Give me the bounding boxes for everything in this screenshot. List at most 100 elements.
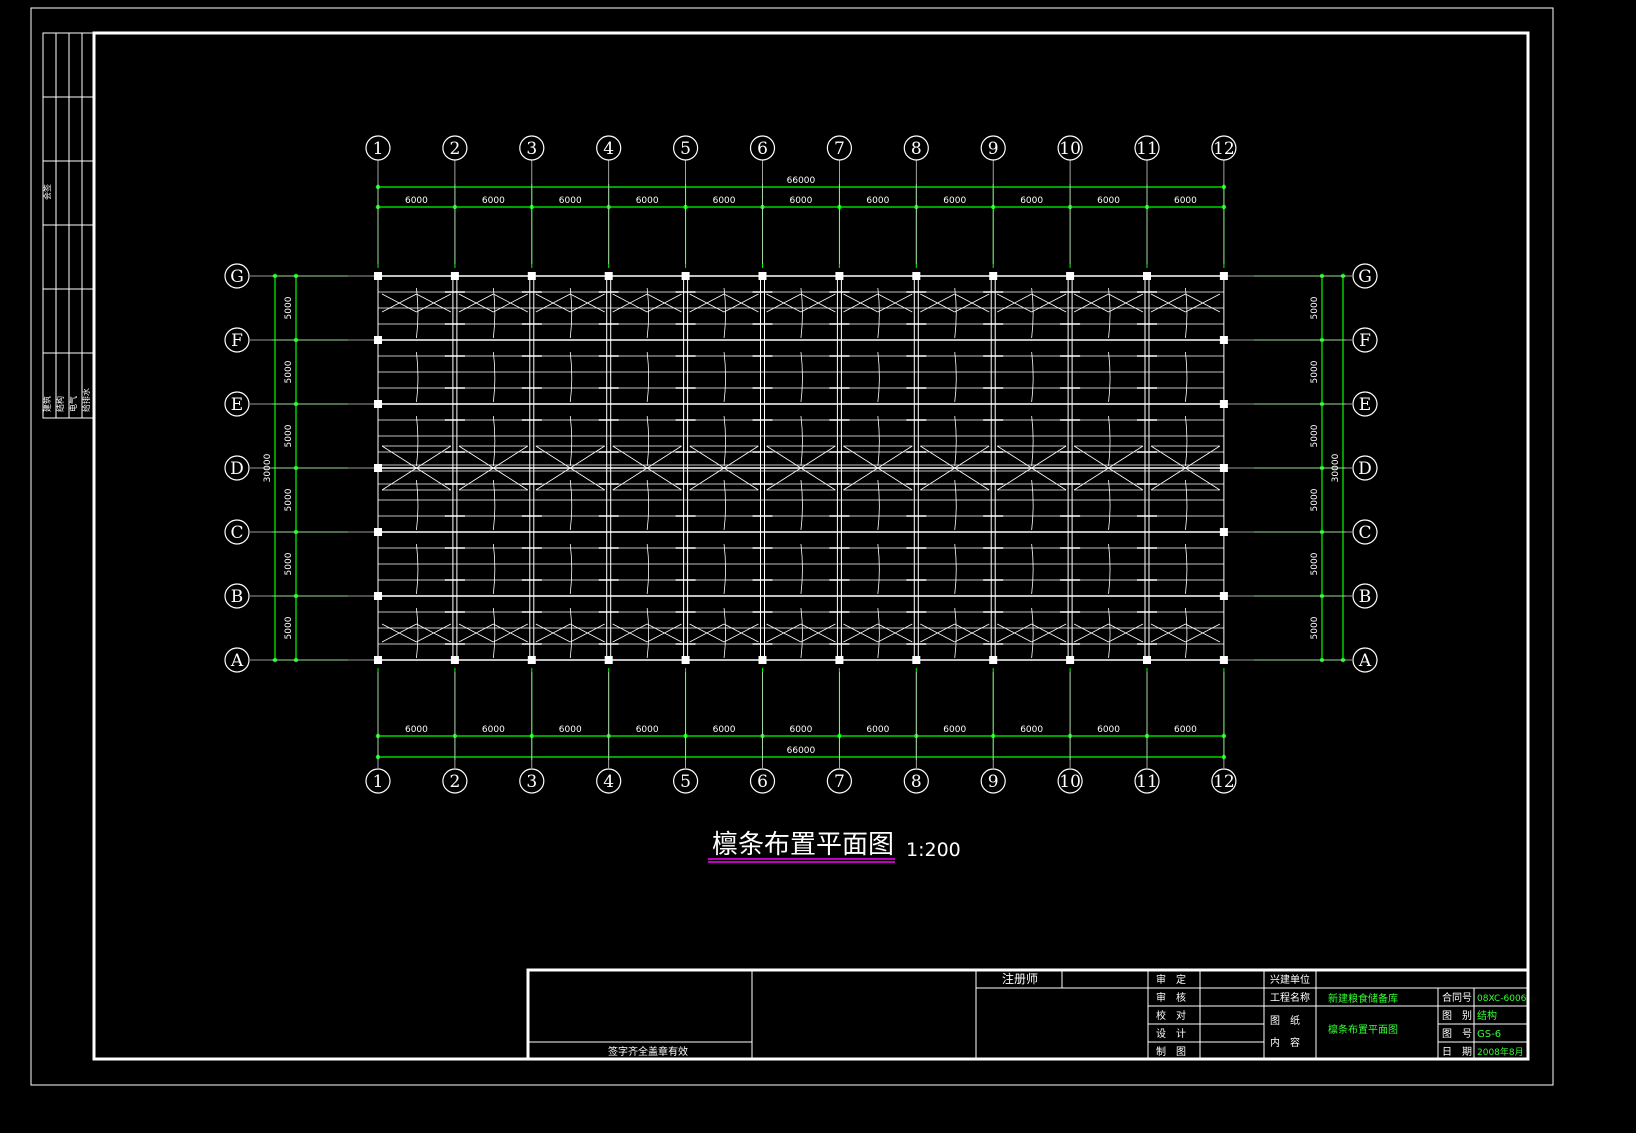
sag-rod [492,415,496,467]
column-marker [1143,272,1151,280]
sag-rod [1108,351,1111,403]
axis-bubble [1134,135,1160,161]
axis-bubble [519,768,545,794]
axis-bubble-label: 2 [449,772,460,792]
bay-dimension-label: 5000 [284,552,294,575]
bay-dimension-label: 6000 [559,725,582,735]
bay-dimension-label: 6000 [713,196,736,206]
axis-bubble [1211,135,1237,161]
diagonal-brace [535,623,571,643]
diagonal-brace [646,293,682,313]
axis-bubble [1211,768,1237,794]
column-marker [758,656,767,664]
contract-no-value: 08XC-6006 [1477,994,1527,1004]
ridge-brace [570,467,605,491]
column-marker [604,272,613,280]
ridge-brace [646,467,682,491]
sag-rod [416,287,419,339]
bay-dimension-label: 6000 [943,725,966,735]
sag-rod [1108,543,1111,595]
ridge-brace [381,467,417,491]
column-marker [1066,656,1075,664]
axis-bubble-label: G [1358,267,1372,287]
total-dimension-label: 30000 [263,453,273,482]
sag-rod [723,351,726,403]
sag-rod [416,351,419,403]
axis-bubble-label: A [230,651,244,671]
sag-rod [954,415,957,467]
ridge-brace [493,467,529,491]
diagonal-brace [1150,293,1186,313]
axis-bubble-label: 4 [603,772,614,792]
registered-engineer-label: 注册师 [1002,971,1038,986]
sag-rod [877,351,880,403]
axis-bubble-label: 5 [680,772,691,792]
diagonal-brace [612,293,648,313]
stamp-note: 签字齐全盖章有效 [608,1045,688,1058]
sag-rod [492,287,496,339]
purlin-structure [250,159,1352,768]
sag-rod [954,351,957,403]
diagonal-brace [416,623,452,643]
sag-rod [723,479,726,531]
axis-bubble [365,768,391,794]
sag-rod [1031,607,1034,659]
axis-bubble-label: B [1359,587,1372,607]
signoff-strip: 会签 建筑 结构 电气 给排水 [42,32,95,419]
diagonal-brace [843,293,879,313]
drawing-scale: 1:200 [906,839,961,861]
axis-bubble-label: C [1358,523,1371,543]
column-marker [835,272,844,280]
axis-bubble [1352,263,1378,289]
gable-column-marker [1219,400,1228,408]
axis-bubble [1352,647,1378,673]
ridge-brace [996,445,1032,469]
sag-rod [416,543,419,595]
ridge-brace [954,467,990,491]
axis-bubble-label: 1 [373,139,384,159]
gable-column-marker [374,336,382,344]
ridge-brace [723,467,759,491]
axis-bubble [1134,768,1160,794]
sag-rod [569,287,573,339]
ridge-brace [612,445,648,469]
bay-dimension-label: 6000 [866,725,889,735]
gable-column-marker [1219,528,1228,536]
ridge-brace [493,445,529,469]
sag-rod [723,415,726,467]
contract-no-label: 合同号 [1442,991,1472,1004]
axis-bubble-label: 9 [988,139,999,159]
axis-bubble [224,391,250,417]
ridge-brace [843,445,879,469]
ridge-brace [954,445,990,469]
sag-rod [1108,479,1111,531]
axis-bubble-label: 12 [1213,139,1235,159]
column-marker [527,656,536,664]
gable-column-marker [374,400,382,408]
axis-bubble [224,519,250,545]
ridge-brace [458,445,494,469]
bay-dimension-label: 6000 [789,725,812,735]
sag-rod [569,543,573,595]
ridge-brace [1073,467,1109,491]
bay-dimension-label: 6000 [405,196,428,206]
ridge-brace [996,467,1032,491]
axis-bubble [1352,519,1378,545]
diagonal-brace [1031,623,1067,643]
sag-rod [723,607,726,659]
bay-dimension-label: 6000 [1174,196,1197,206]
ridge-brace [689,445,725,469]
sag-rod [1108,287,1111,339]
axis-bubble [1352,327,1378,353]
ridge-brace [1073,445,1109,469]
diagonal-brace [954,293,990,313]
ridge-brace [877,467,913,491]
ridge-brace [535,467,571,491]
axis-bubble-label: E [231,395,243,415]
ridge-brace [800,445,836,469]
sag-rod [646,351,650,403]
diagonal-brace [1185,623,1221,643]
axis-bubble [224,327,250,353]
axis-bubble-label: G [230,267,244,287]
axis-bubble [224,583,250,609]
